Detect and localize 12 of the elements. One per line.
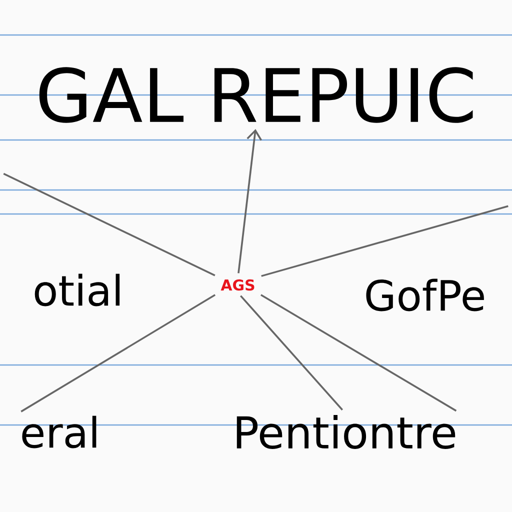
handwritten-label: eral: [22, 416, 96, 448]
handwritten-label: GAL REPUIC: [39, 67, 473, 123]
connector-line: [261, 205, 508, 277]
connector-line: [20, 294, 216, 412]
handwritten-label: otial: [34, 274, 120, 306]
handwritten-label: GofPe: [366, 278, 484, 312]
handwritten-label: Pentiontre: [236, 415, 456, 449]
connector-line: [260, 294, 457, 412]
handwritten-label: AGS: [220, 279, 254, 291]
arrow: [238, 129, 262, 274]
connector-line: [3, 172, 216, 276]
connector-line: [240, 295, 344, 410]
